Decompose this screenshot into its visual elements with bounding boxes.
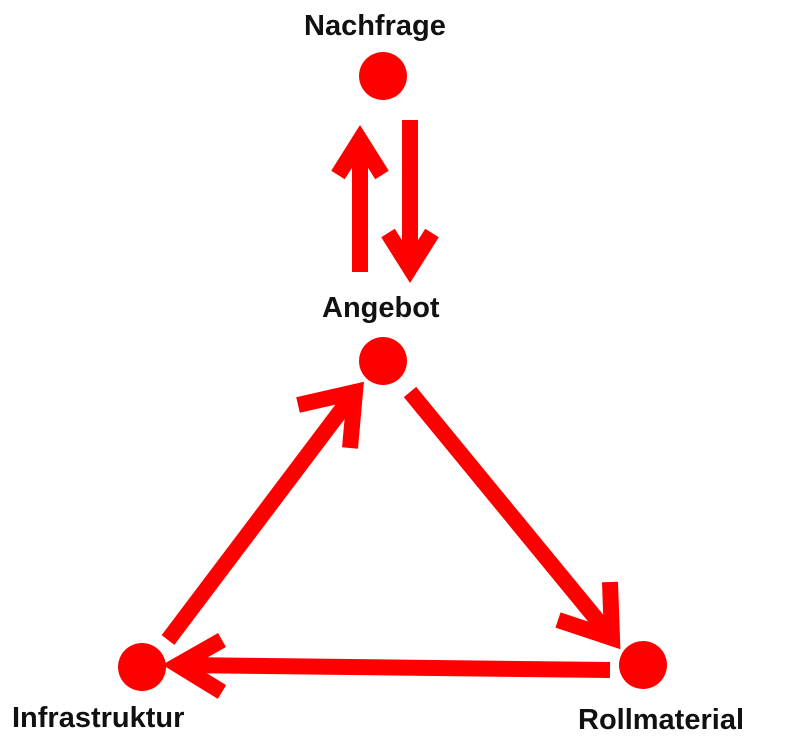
- label-infrastruktur: Infrastruktur: [12, 702, 185, 734]
- label-rollmaterial: Rollmaterial: [578, 704, 744, 736]
- arrow-angebot-to-nachfrage: [331, 124, 389, 272]
- arrow-rollmaterial-to-infrastruktur: [162, 633, 611, 699]
- arrow-angebot-to-rollmaterial: [403, 386, 621, 650]
- node-nachfrage: [359, 52, 407, 100]
- arrow-nachfrage-to-angebot: [381, 120, 439, 284]
- node-infrastruktur: [118, 643, 166, 691]
- node-rollmaterial: [619, 641, 667, 689]
- label-nachfrage: Nachfrage: [304, 10, 446, 42]
- node-angebot: [359, 337, 407, 385]
- label-angebot: Angebot: [322, 292, 440, 324]
- arrow-infrastruktur-to-angebot: [161, 381, 364, 645]
